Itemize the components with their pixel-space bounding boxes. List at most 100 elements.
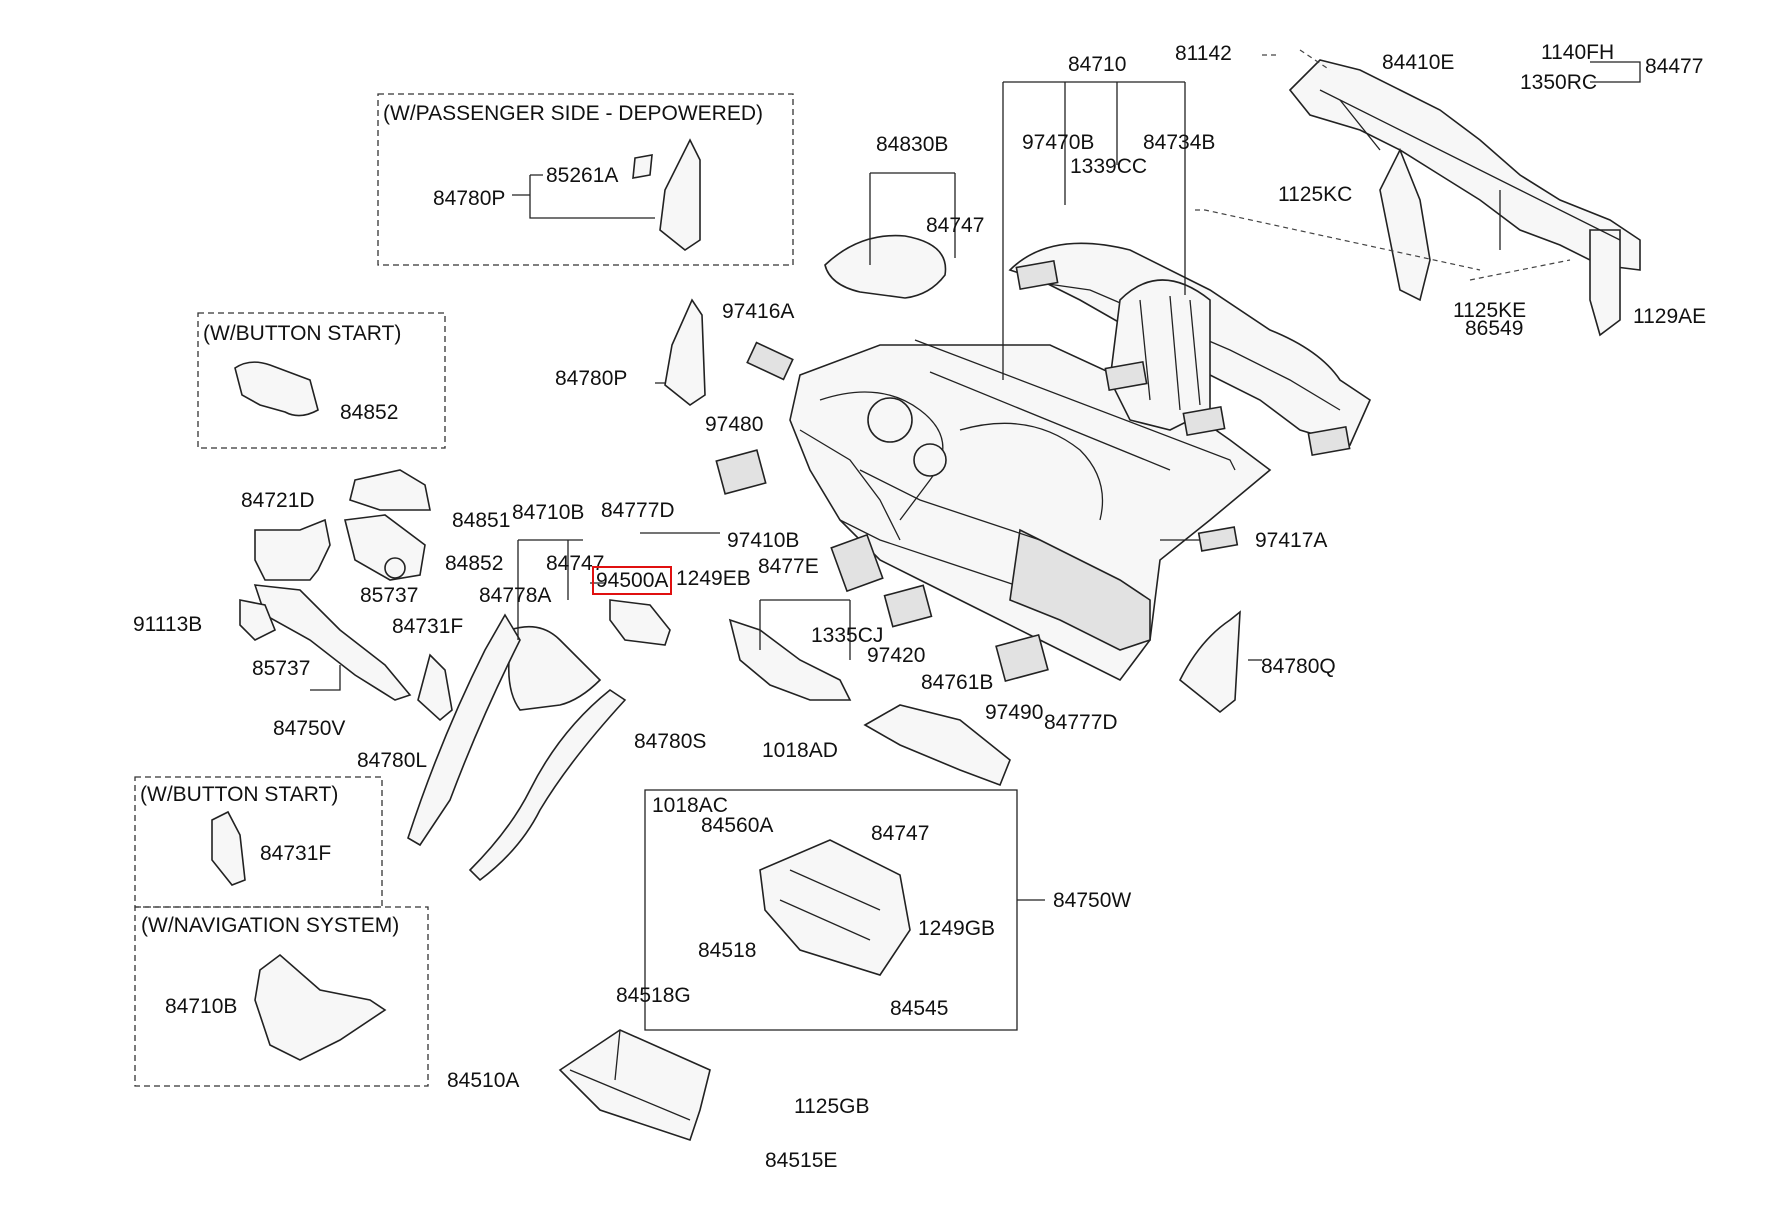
part-label-1335CJ: 1335CJ bbox=[811, 624, 884, 647]
part-label-91113B: 91113B bbox=[133, 613, 203, 636]
part-label-84410E: 84410E bbox=[1382, 51, 1455, 74]
part-label-84830B: 84830B bbox=[876, 133, 949, 156]
part-label-84477: 84477 bbox=[1645, 55, 1704, 78]
knee-trim-84731F bbox=[417, 653, 453, 722]
box-navigation-system bbox=[134, 906, 429, 1087]
part-label-85737-b: 85737 bbox=[252, 657, 311, 680]
part-label-84750W: 84750W bbox=[1053, 889, 1132, 912]
part-label-84518G: 84518G bbox=[616, 984, 691, 1007]
part-label-1125KC: 1125KC bbox=[1278, 183, 1353, 206]
part-label-97416A: 97416A bbox=[722, 300, 795, 323]
part-label-1129AE: 1129AE bbox=[1633, 305, 1707, 328]
vent-97490 bbox=[995, 633, 1049, 683]
vent-97420 bbox=[883, 584, 933, 628]
part-label-1249EB: 1249EB bbox=[676, 567, 751, 590]
part-label-1125GB: 1125GB bbox=[794, 1095, 870, 1118]
part-label-1339CC: 1339CC bbox=[1070, 155, 1148, 178]
part-label-1018AC: 1018AC bbox=[652, 794, 728, 817]
part-label-84761B: 84761B bbox=[921, 671, 994, 694]
part-label-1249GB: 1249GB bbox=[918, 917, 996, 940]
vent-97417A bbox=[1197, 526, 1239, 552]
part-label-97417A: 97417A bbox=[1255, 529, 1328, 552]
small-tab-85261A bbox=[632, 154, 653, 179]
part-label-84780S: 84780S bbox=[634, 730, 707, 753]
part-label-85261A: 85261A bbox=[546, 164, 619, 187]
vent-97416A bbox=[746, 341, 794, 381]
part-label-1350RC: 1350RC bbox=[1520, 71, 1598, 94]
part-label-97420: 97420 bbox=[867, 644, 926, 667]
glove-box-84510A bbox=[558, 1029, 711, 1142]
part-label-84515E: 84515E bbox=[765, 1149, 838, 1172]
part-label-84731F: 84731F bbox=[392, 615, 464, 638]
part-label-84518: 84518 bbox=[698, 939, 757, 962]
part-label-84747-low: 84747 bbox=[871, 822, 930, 845]
part-label-84780P: 84780P bbox=[555, 367, 628, 390]
part-label-84710: 84710 bbox=[1068, 53, 1127, 76]
column-shroud-84852 bbox=[344, 514, 426, 581]
part-label-84710B: 84710B bbox=[512, 501, 585, 524]
part-label-84731F-box: 84731F bbox=[260, 842, 332, 865]
part-label-84710B-box: 84710B bbox=[165, 995, 238, 1018]
vent-97480 bbox=[715, 449, 767, 495]
bracket-94500A bbox=[609, 599, 671, 646]
part-label-84852-box: 84852 bbox=[340, 401, 399, 424]
part-label-84560A: 84560A bbox=[701, 814, 774, 837]
part-label-84777D-left: 84777D bbox=[601, 499, 675, 522]
vent-97410B bbox=[830, 533, 884, 593]
column-shroud-84851 bbox=[349, 469, 431, 511]
part-label-84750V: 84750V bbox=[273, 717, 346, 740]
group-title-navigation-system: (W/NAVIGATION SYSTEM) bbox=[141, 914, 400, 937]
part-label-84851: 84851 bbox=[452, 509, 511, 532]
side-panel-in-box bbox=[659, 138, 701, 251]
part-label-84510A: 84510A bbox=[447, 1069, 520, 1092]
part-label-97470B: 97470B bbox=[1022, 131, 1095, 154]
cover-91113B bbox=[239, 599, 277, 641]
cluster-fascia-84721D bbox=[254, 518, 331, 581]
garnish-84780L bbox=[407, 613, 521, 847]
part-label-84780P-box: 84780P bbox=[433, 187, 506, 210]
part-label-86549: 86549 bbox=[1465, 317, 1524, 340]
button-start-trim-box bbox=[211, 810, 246, 886]
side-trim-84780Q bbox=[1178, 610, 1241, 714]
part-label-85737-a: 85737 bbox=[360, 584, 419, 607]
center-fascia-84778A bbox=[507, 625, 602, 711]
part-label-84734B: 84734B bbox=[1143, 131, 1216, 154]
part-label-81142: 81142 bbox=[1175, 42, 1232, 65]
part-label-94500A-highlighted: 94500A bbox=[591, 566, 673, 595]
part-label-84780Q: 84780Q bbox=[1261, 655, 1336, 678]
group-title-button-start-top: (W/BUTTON START) bbox=[203, 322, 402, 345]
part-label-97480: 97480 bbox=[705, 413, 764, 436]
box-passenger-depowered bbox=[377, 93, 794, 266]
leader-lines bbox=[310, 49, 1641, 1031]
part-label-1125KE: 1125KE bbox=[1453, 299, 1527, 322]
side-panel-84780P bbox=[664, 298, 706, 406]
part-label-97410B: 97410B bbox=[727, 529, 800, 552]
air-duct-assembly bbox=[1008, 242, 1372, 457]
ignition-ring bbox=[384, 557, 406, 579]
part-label-84747-mid: 84747 bbox=[546, 552, 605, 575]
part-label-1140FH: 1140FH bbox=[1541, 41, 1615, 64]
part-label-97490: 97490 bbox=[985, 701, 1044, 724]
group-title-button-start-bottom: (W/BUTTON START) bbox=[140, 783, 339, 806]
glove-box-housing bbox=[759, 839, 911, 976]
part-label-84747-top: 84747 bbox=[926, 214, 985, 237]
nav-fascia-box bbox=[254, 953, 387, 1061]
cowl-cross-member bbox=[1288, 59, 1641, 337]
group-title-passenger-depowered: (W/PASSENGER SIDE - DEPOWERED) bbox=[383, 102, 763, 125]
part-label-84778A: 84778A bbox=[479, 584, 552, 607]
crash-pad-main bbox=[789, 339, 1272, 682]
part-label-1018AD: 1018AD bbox=[762, 739, 838, 762]
column-shroud-box bbox=[234, 361, 319, 417]
part-label-84852: 84852 bbox=[445, 552, 504, 575]
lower-panel-84750V bbox=[253, 584, 412, 701]
part-label-8477E: 8477E bbox=[758, 555, 819, 578]
cowl-cover bbox=[824, 234, 947, 299]
part-label-84721D: 84721D bbox=[241, 489, 315, 512]
garnish-84780S bbox=[468, 689, 627, 882]
lower-trim-84761B bbox=[863, 704, 1011, 787]
part-label-84545: 84545 bbox=[890, 997, 949, 1020]
part-label-84780L: 84780L bbox=[357, 749, 428, 772]
part-label-84777D-right: 84777D bbox=[1044, 711, 1118, 734]
box-button-start-top bbox=[197, 312, 446, 449]
